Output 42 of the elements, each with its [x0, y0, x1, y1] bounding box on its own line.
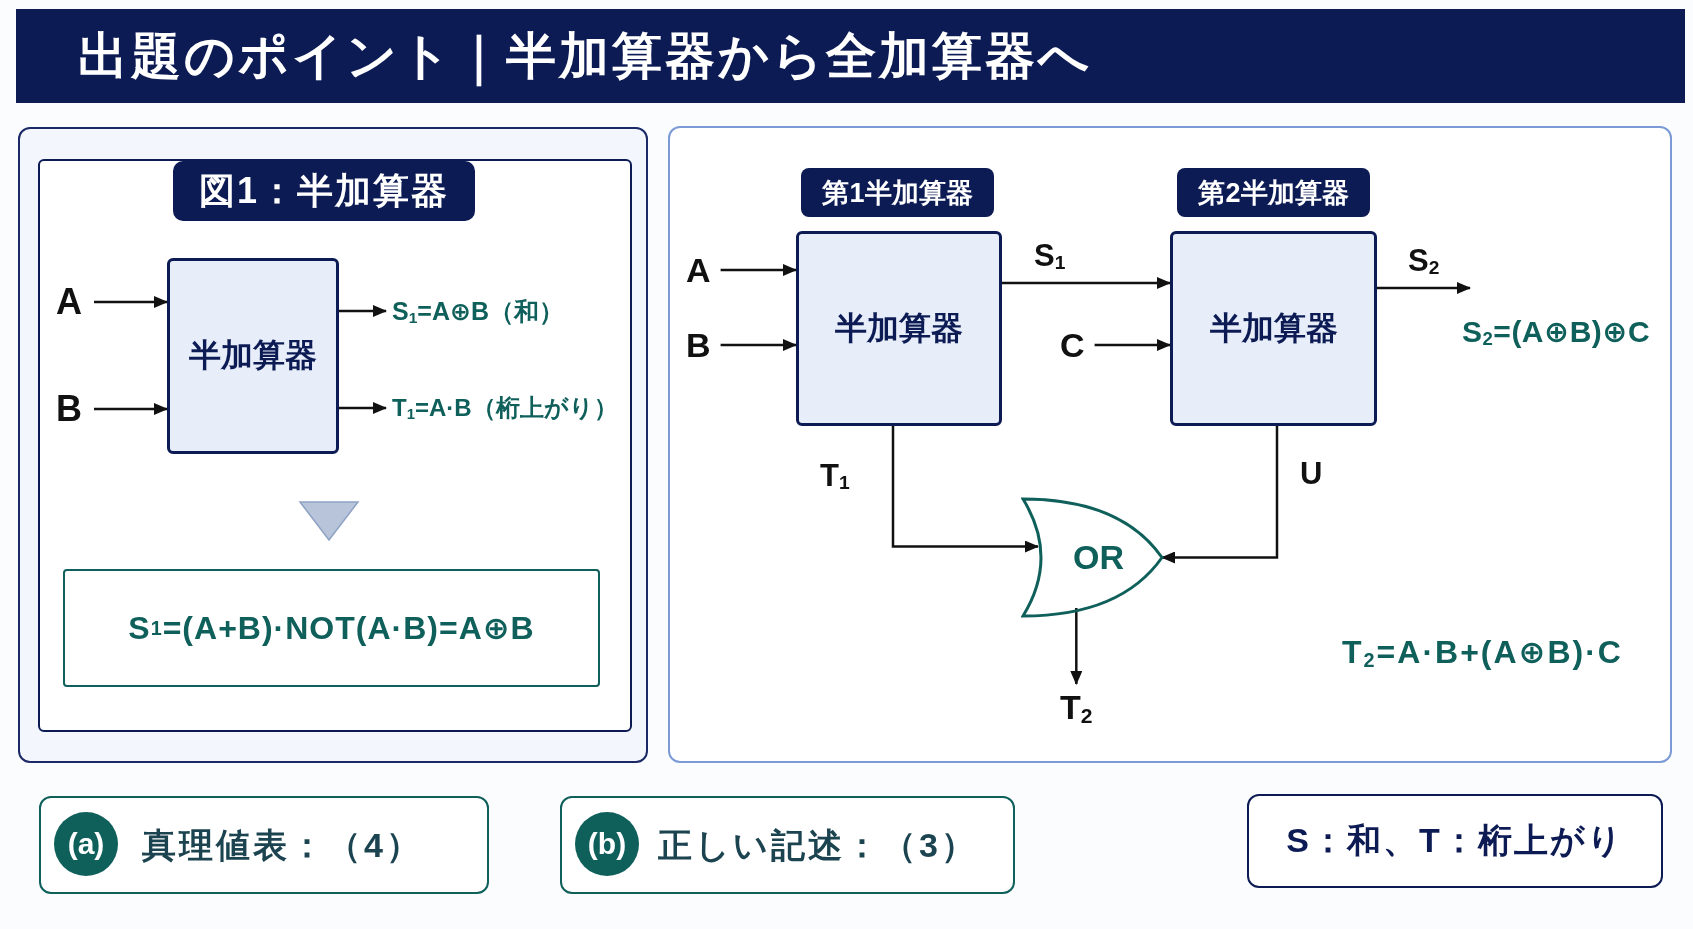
signal-label: A: [686, 252, 711, 288]
option-marker: (a): [54, 812, 118, 876]
half-adder-block: 半加算器: [1170, 231, 1377, 426]
half-adder-block: 半加算器: [167, 258, 339, 454]
or-gate: OR: [1021, 497, 1164, 618]
block-title-tab: 第1半加算器: [801, 168, 994, 217]
edge-label: T$_{1}$: [820, 458, 850, 494]
signal-label: B: [56, 390, 82, 428]
signal-label: A: [56, 283, 82, 321]
arrow: [94, 403, 168, 415]
arrow: [891, 426, 1039, 553]
option-marker: (b): [575, 812, 639, 876]
answer-text: 真理値表：（4）: [142, 825, 423, 866]
answer-card: [39, 796, 489, 894]
arrow: [1002, 277, 1171, 289]
signal-label: C: [1060, 327, 1085, 363]
answer-text: 正しい記述：（3）: [658, 825, 978, 866]
half-adder-block: 半加算器: [796, 231, 1002, 426]
arrow: [1161, 426, 1279, 564]
signal-label: B: [686, 327, 711, 363]
arrow: [720, 264, 797, 276]
edge-label: S$_{2}$: [1408, 243, 1440, 279]
title-banner: 出題のポイント｜半加算器から全加算器へ: [16, 9, 1685, 103]
answer-card: [560, 796, 1015, 894]
signal-label: T$_{2}$: [1060, 688, 1093, 726]
arrow: [1094, 339, 1171, 351]
arrow: [720, 339, 797, 351]
edge-label: S$_{1}$: [1034, 238, 1066, 274]
formula-text: T$_{2}$=A·B+(A⊕B)·C: [1342, 633, 1623, 672]
arrow: [1070, 608, 1083, 685]
figure-frame: [38, 159, 632, 732]
formula-text: S$_{2}$=(A⊕B)⊕C: [1462, 314, 1651, 352]
key-note: S：和、T：桁上がり: [1247, 794, 1663, 888]
edge-label: U: [1300, 456, 1323, 492]
arrow: [339, 402, 387, 414]
output-formula: S$_{1}$=A⊕B（和）: [392, 294, 564, 328]
output-formula: T$_{1}$=A·B（桁上がり）: [392, 391, 618, 425]
arrow: [339, 305, 387, 317]
figure-title-tab: 図1：半加算器: [173, 161, 475, 221]
arrow: [94, 296, 168, 308]
arrow: [1377, 282, 1471, 294]
block-title-tab: 第2半加算器: [1177, 168, 1370, 217]
